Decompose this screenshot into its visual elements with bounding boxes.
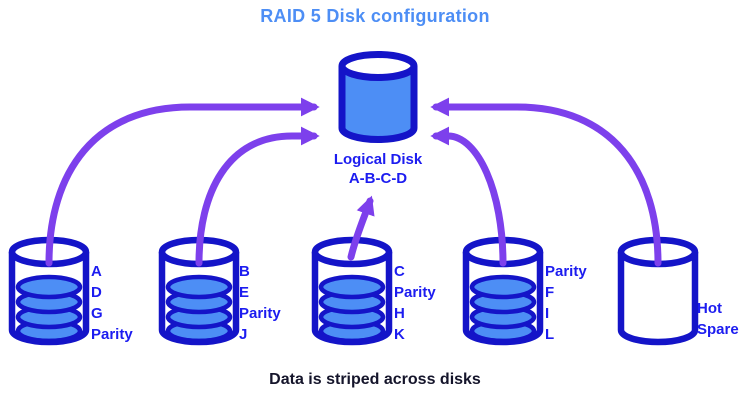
disk-5-label: Hot Spare (697, 298, 739, 340)
arrow-disk5-to-logical (430, 97, 662, 267)
disk-1-label-line: Parity (91, 326, 133, 343)
arrow-disk4-to-logical (430, 126, 507, 267)
diagram-caption: Data is striped across disks (269, 371, 481, 388)
disk-1-label-line: G (91, 305, 103, 322)
disk-3-label-line: C (394, 263, 405, 280)
disk-1-label: A D G Parity (91, 261, 133, 345)
logical-disk-label-line1: Logical Disk (333, 151, 423, 168)
disk-3-icon (311, 236, 393, 346)
logical-disk-label-line2: A-B-C-D (348, 170, 408, 187)
disk-2-label-line: B (239, 263, 250, 280)
disk-4-label-line: F (545, 284, 555, 301)
disk-3-label-line: H (394, 305, 405, 322)
disk-2-label-line: E (239, 284, 250, 301)
disk-4-label-line: Parity (545, 263, 587, 280)
disk-5-label-line: Spare (697, 321, 739, 338)
diagram-title: RAID 5 Disk configuration (260, 6, 490, 26)
disk-2-label-line: Parity (239, 305, 281, 322)
disk-2-label: B E Parity J (239, 261, 281, 345)
disk-5-label-line: Hot (697, 300, 722, 317)
disk-1-label-line: D (91, 284, 102, 301)
disk-4-label-line: L (545, 326, 555, 343)
logical-disk-label: Logical Disk A-B-C-D (293, 150, 463, 188)
arrow-disk2-to-logical (195, 126, 320, 267)
disk-3-label-line: Parity (394, 284, 436, 301)
disk-4-label: Parity F I L (545, 261, 587, 345)
arrow-disk1-to-logical (45, 97, 320, 267)
logical-disk-icon (338, 51, 418, 143)
disk-4-label-line: I (545, 305, 550, 322)
disk-1-label-line: A (91, 263, 102, 280)
disk-4-icon (462, 236, 544, 346)
disk-3-label-line: K (394, 326, 405, 343)
arrow-disk3-to-logical (347, 195, 375, 261)
disk-3-label: C Parity H K (394, 261, 436, 345)
disk-2-label-line: J (239, 326, 248, 343)
